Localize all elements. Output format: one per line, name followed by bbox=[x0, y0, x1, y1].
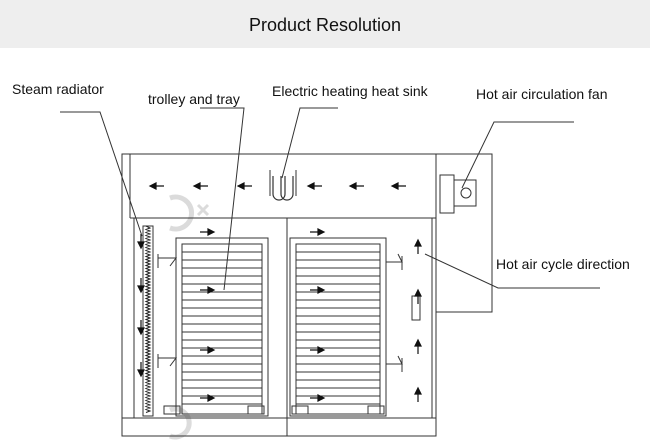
page-title: Product Resolution bbox=[248, 15, 402, 35]
airflow-arrow bbox=[348, 182, 364, 190]
airflow-arrow bbox=[414, 288, 422, 304]
trolley-hooks bbox=[157, 253, 421, 415]
airflow-arrow bbox=[137, 362, 145, 378]
airflow-arrow bbox=[137, 320, 145, 336]
label-fan: Hot air circulation fan bbox=[476, 86, 608, 102]
label-heat-sink: Electric heating heat sink bbox=[272, 83, 428, 99]
electric-heat-sink bbox=[269, 170, 297, 201]
airflow-arrow bbox=[310, 346, 326, 354]
leader-lines bbox=[60, 107, 600, 291]
airflow-arrow bbox=[306, 182, 322, 190]
watermark bbox=[169, 194, 210, 440]
airflow-arrow bbox=[310, 228, 326, 236]
airflow-arrow bbox=[200, 286, 216, 294]
airflow-arrow bbox=[200, 394, 216, 402]
airflow-arrow bbox=[414, 338, 422, 354]
airflow-arrow bbox=[200, 346, 216, 354]
leader-trolley bbox=[200, 107, 245, 291]
airflow-arrow bbox=[137, 278, 145, 294]
leader-cycle-direction bbox=[424, 253, 600, 289]
label-steam-radiator: Steam radiator bbox=[12, 81, 104, 97]
airflow-arrow bbox=[390, 182, 406, 190]
airflow-arrow bbox=[200, 228, 216, 236]
fan-body bbox=[453, 179, 477, 207]
leader-steam-radiator bbox=[60, 111, 143, 237]
airflow-arrow bbox=[310, 394, 326, 402]
airflow-arrow bbox=[236, 182, 252, 190]
airflow-arrow bbox=[414, 238, 422, 254]
fan-housing bbox=[435, 153, 493, 313]
cabinet-inner bbox=[133, 217, 433, 419]
leader-heat-sink bbox=[281, 107, 338, 179]
airflow-arrow bbox=[310, 286, 326, 294]
fan-icon bbox=[460, 187, 472, 199]
steam-radiator bbox=[142, 225, 154, 417]
airflow-arrow bbox=[148, 182, 164, 190]
airflow-arrows bbox=[137, 182, 422, 402]
label-trolley-tray: trolley and tray bbox=[148, 91, 240, 107]
trolley-left bbox=[175, 237, 269, 417]
label-cycle-direction: Hot air cycle direction bbox=[496, 256, 630, 272]
airflow-arrow bbox=[192, 182, 208, 190]
leader-fan bbox=[461, 121, 574, 189]
cabinet-outer bbox=[121, 153, 437, 437]
trolley-right bbox=[289, 237, 387, 417]
fan-motor bbox=[439, 174, 455, 214]
airflow-arrow bbox=[137, 234, 145, 250]
airflow-arrow bbox=[414, 386, 422, 402]
title-bar bbox=[0, 0, 650, 48]
